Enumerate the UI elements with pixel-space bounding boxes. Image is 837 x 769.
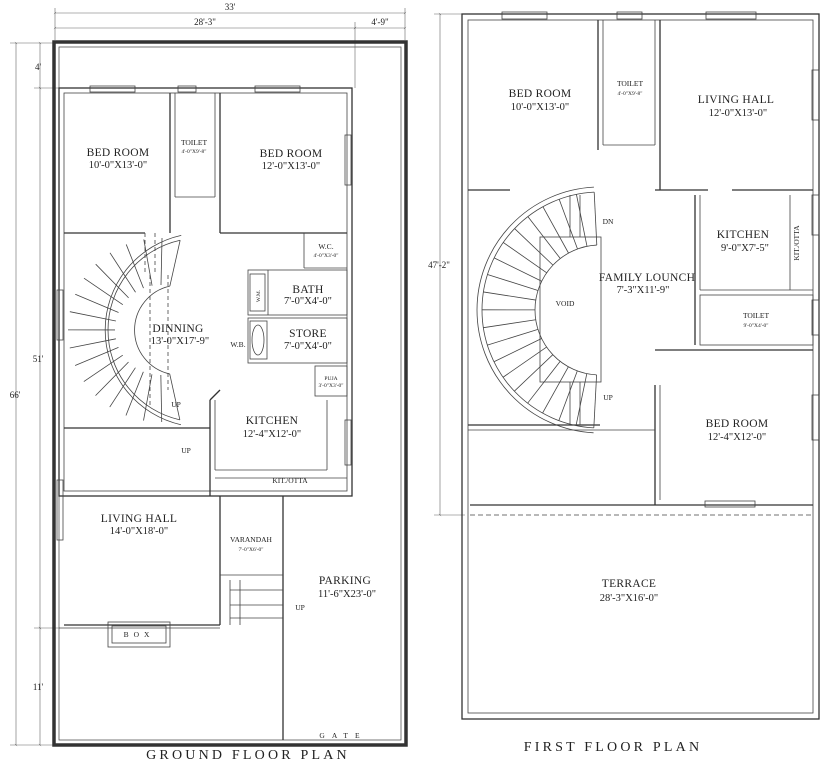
ground-varandah-size: 7'-0"X6'-0"	[238, 547, 263, 553]
ground-floor-plan: 33' 28'-3" 4'-9" 66' 4' 51' 11'	[10, 2, 408, 763]
ground-bed-room-2-label: BED ROOM	[260, 148, 323, 160]
ground-varandah-up-label: UP	[295, 603, 305, 612]
ground-dinning-label: DINNING	[152, 323, 203, 335]
ground-bed-room-1-label: BED ROOM	[87, 147, 150, 159]
ground-box-label: BOX	[124, 630, 155, 639]
ground-wm-label: W.M.	[256, 289, 262, 302]
first-family-lounch-size: 7'-3"X11'-9"	[617, 285, 670, 296]
ground-stair-up-label: UP	[171, 400, 181, 409]
first-kitchen-label: KITCHEN	[717, 229, 770, 241]
ground-parking-label: PARKING	[319, 575, 371, 587]
first-toilet-1-label: TOILET	[617, 79, 644, 88]
ground-bed-room-1-size: 10'-0"X13'-0"	[89, 160, 147, 171]
ground-store-size: 7'-0"X4'-0"	[284, 341, 332, 352]
ground-depth-front-dim: 4'	[35, 62, 42, 72]
first-windows	[501, 11, 820, 508]
ground-gate-label: GATE	[319, 731, 366, 740]
ground-parking-size: 11'-6"X23'-0"	[318, 589, 376, 600]
first-terrace-size: 28'-3"X16'-0"	[600, 593, 658, 604]
first-floor-plan-title: FIRST FLOOR PLAN	[524, 740, 703, 755]
first-kitchen-size: 9'-0"X7'-5"	[721, 243, 769, 254]
ground-wc-size: 4'-0"X3'-0"	[313, 253, 338, 259]
first-bed-room-1-size: 10'-0"X13'-0"	[511, 102, 569, 113]
ground-puja-label: PUJA	[324, 376, 337, 382]
first-living-hall-label: LIVING HALL	[698, 94, 774, 106]
first-family-lounch-label: FAMILY LOUNCH	[599, 272, 695, 284]
first-stair-down-label: DN	[603, 217, 614, 226]
first-spiral-stair	[476, 186, 598, 434]
ground-plot-boundary	[52, 40, 408, 747]
first-toilet-2-label: TOILET	[743, 311, 770, 320]
ground-varandah-label: VARANDAH	[230, 535, 273, 544]
meter-box	[107, 621, 171, 648]
ground-wc-label: W.C.	[318, 242, 333, 251]
first-living-hall-size: 12'-0"X13'-0"	[709, 108, 767, 119]
ground-width-dim: 33'	[225, 2, 236, 12]
ground-store-label: STORE	[289, 328, 327, 340]
ground-bath-size: 7'-0"X4'-0"	[284, 296, 332, 307]
first-bed-room-1-label: BED ROOM	[509, 88, 572, 100]
ground-depth-rear-dim: 11'	[33, 682, 44, 692]
first-void-label: VOID	[556, 299, 575, 308]
first-terrace-label: TERRACE	[602, 578, 657, 590]
ground-windows	[56, 85, 352, 541]
ground-spiral-stair	[67, 234, 182, 426]
ground-walls	[58, 87, 353, 740]
ground-living-hall-size: 14'-0"X18'-0"	[110, 526, 168, 537]
ground-toilet-size: 4'-0"X9'-8"	[181, 149, 206, 155]
ground-living-hall-label: LIVING HALL	[101, 513, 177, 525]
first-toilet-1-size: 4'-0"X9'-8"	[617, 91, 642, 97]
first-kit-otta-label: KIT./OTTA	[792, 225, 801, 261]
ground-puja-size: 3'-0"X3'-0"	[318, 383, 343, 389]
ground-depth-main-dim: 51'	[33, 354, 44, 364]
first-toilet-2-size: 9'-0"X4'-0"	[743, 323, 768, 329]
ground-bath-label: BATH	[292, 284, 323, 296]
ground-depth-total-dim: 66'	[10, 390, 21, 400]
ground-floor-plan-title: GROUND FLOOR PLAN	[146, 748, 350, 763]
first-bed-room-2-label: BED ROOM	[706, 418, 769, 430]
ground-kitchen-size: 12'-4"X12'-0"	[243, 429, 301, 440]
first-bed-room-2-size: 12'-4"X12'-0"	[708, 432, 766, 443]
first-stair-up-label: UP	[603, 393, 613, 402]
ground-wb-label: W.B.	[230, 340, 245, 349]
first-depth-dim: 47'-2"	[428, 260, 450, 270]
ground-kitchen-label: KITCHEN	[246, 415, 299, 427]
ground-dinning-size: 13'-0"X17'-9"	[151, 336, 209, 347]
ground-dimension-lines	[10, 8, 407, 747]
first-floor-plan: 47'-2"	[428, 11, 820, 755]
ground-living-up-label: UP	[181, 446, 191, 455]
ground-width-dim-main: 28'-3"	[194, 17, 216, 27]
ground-kit-otta-label: KIT./OTTA	[272, 476, 308, 485]
ground-bed-room-2-size: 12'-0"X13'-0"	[262, 161, 320, 172]
first-walls	[461, 13, 820, 720]
ground-toilet-label: TOILET	[181, 138, 208, 147]
ground-width-dim-side: 4'-9"	[371, 17, 389, 27]
